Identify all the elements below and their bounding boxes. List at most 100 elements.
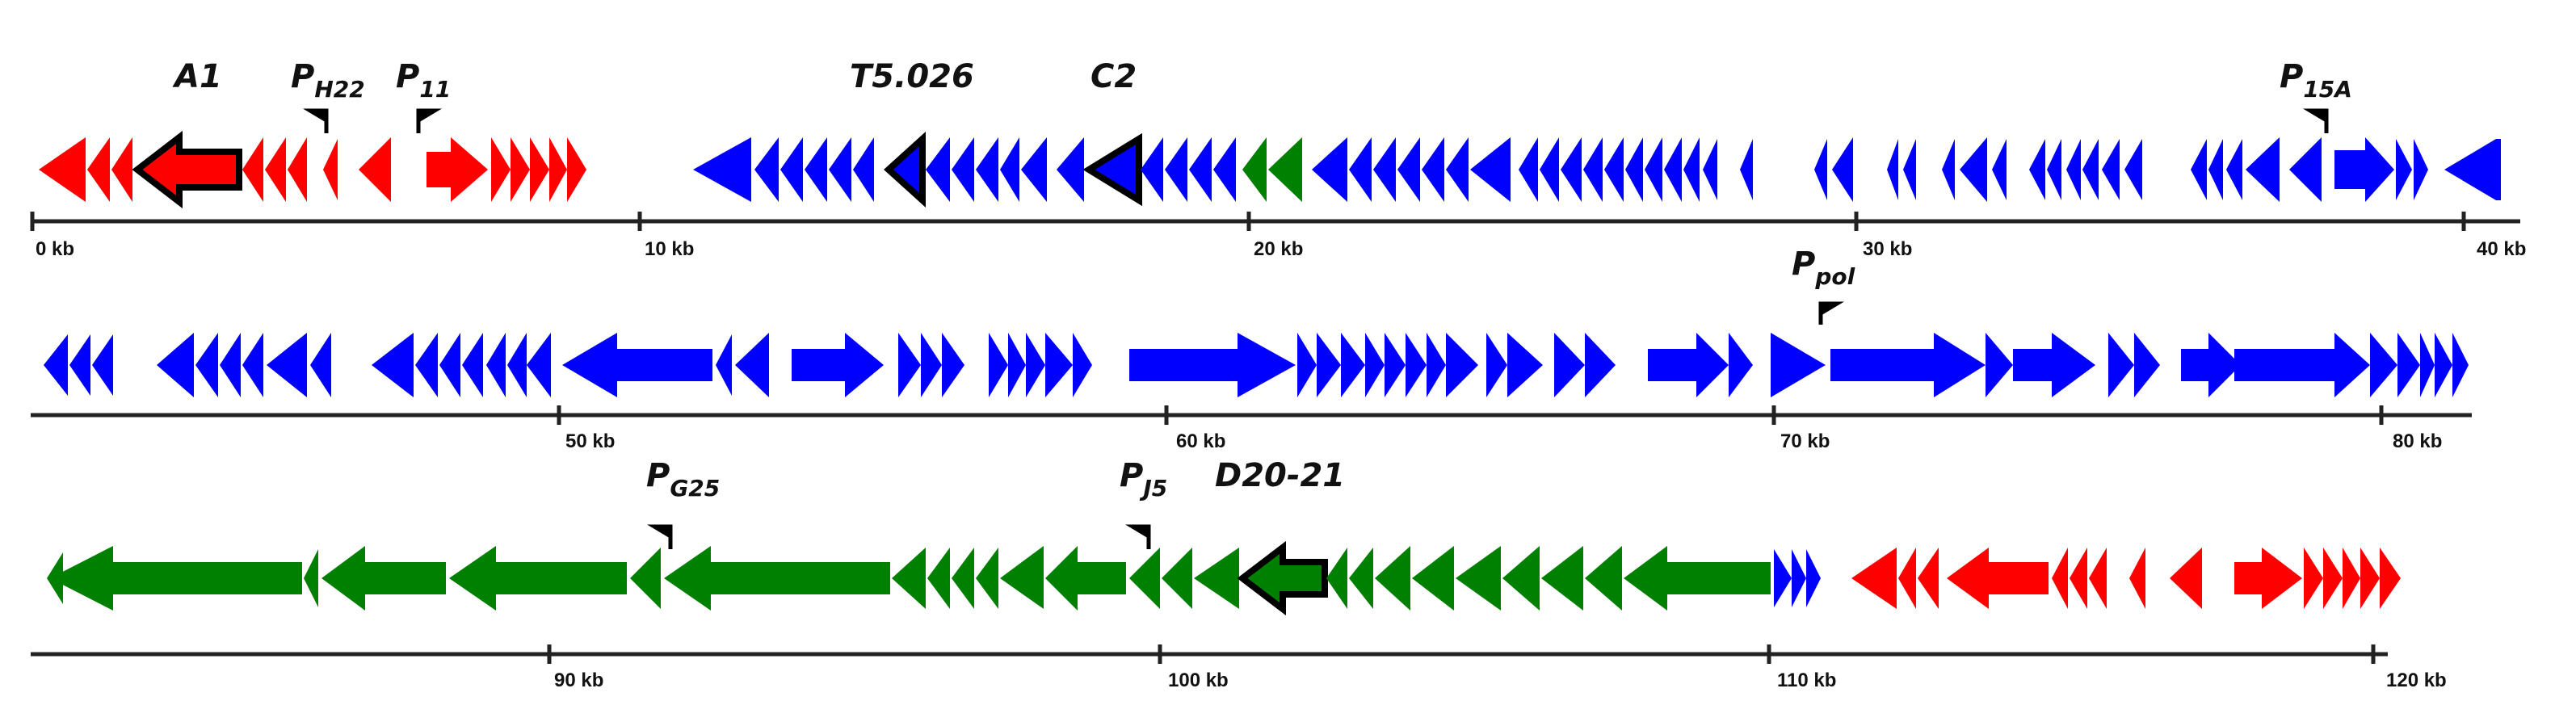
- gene-arrow: [1986, 333, 2013, 397]
- gene-arrow: [2082, 139, 2099, 200]
- gene-arrow: [2414, 139, 2428, 200]
- gene-arrow: [1992, 139, 2007, 200]
- gene-arrow: [1057, 137, 1084, 202]
- gene-arrow: [1519, 137, 1538, 202]
- gene-arrow: [2234, 548, 2302, 609]
- gene-arrow: [2066, 139, 2081, 200]
- gene-arrow: [1470, 137, 1511, 202]
- gene-arrow: [1189, 137, 1212, 202]
- tick-label-80kb: 80 kb: [2393, 430, 2442, 452]
- gene-arrow: [2396, 139, 2412, 200]
- gene-arrow: [1385, 333, 1406, 397]
- gene-arrow: [1446, 137, 1469, 202]
- row-3-labels: PG25 PJ5 D20-21: [646, 457, 1345, 549]
- gene-arrow: [321, 546, 446, 611]
- gene-arrow: [1792, 549, 1806, 607]
- gene-arrow: [942, 333, 964, 397]
- tick-label-40kb: 40 kb: [2477, 238, 2526, 260]
- gene-arrow: [1729, 333, 1753, 397]
- gene-arrow: [2226, 139, 2242, 200]
- label-promoter-j5: PJ5: [1120, 457, 1167, 502]
- gene-arrow: [2380, 548, 2401, 609]
- promoter-flag-icon: [2302, 108, 2329, 133]
- gene-arrow: [449, 546, 627, 611]
- gene-arrow: [1242, 137, 1267, 202]
- gene-arrow: [1194, 548, 1239, 609]
- gene-arrow: [1373, 137, 1396, 202]
- gene-arrow: [1456, 546, 1501, 611]
- gene-arrow: [1771, 333, 1826, 397]
- gene-arrow: [1703, 139, 1717, 200]
- label-promoter-h22: PH22: [291, 58, 365, 103]
- promoter-flag-icon: [1818, 301, 1845, 325]
- gene-arrow: [507, 333, 527, 397]
- gene-arrow: [2129, 548, 2145, 609]
- tick-label-0kb: 0 kb: [36, 238, 74, 260]
- gene-arrow: [989, 333, 1008, 397]
- gene-arrow: [1162, 548, 1192, 609]
- row-1-axis: 0 kb 10 kb 20 kb 30 kb 40 kb: [30, 212, 2526, 260]
- gene-arrow: [242, 137, 263, 202]
- gene-arrow: [511, 137, 530, 202]
- gene-arrow: [1129, 333, 1296, 397]
- gene-arrow: [92, 334, 113, 396]
- gene-arrow: [1341, 333, 1365, 397]
- gene-arrow: [1683, 137, 1700, 202]
- row-2-genes: [44, 333, 2469, 397]
- label-promoter-g25: PG25: [646, 457, 720, 502]
- gene-arrow: [898, 333, 921, 397]
- tick-label-120kb: 120 kb: [2386, 670, 2447, 691]
- gene-arrow: [1129, 548, 1160, 609]
- gene-arrow: [2452, 333, 2469, 397]
- gene-arrow: [2304, 548, 2323, 609]
- gene-arrow: [2323, 548, 2343, 609]
- gene-arrow: [2334, 137, 2394, 202]
- gene-arrow: [2047, 139, 2061, 200]
- gene-arrow: [462, 333, 483, 397]
- gene-arrow: [716, 334, 732, 396]
- gene-arrow: [1406, 333, 1427, 397]
- gene-arrow: [2170, 548, 2202, 609]
- gene-arrow: [829, 137, 851, 202]
- gene-arrow: [359, 137, 391, 202]
- gene-arrow: [372, 333, 414, 397]
- gene-arrow: [2234, 333, 2370, 397]
- gene-arrow: [1887, 139, 1898, 200]
- label-promoter-15a: P15A: [2280, 58, 2352, 103]
- gene-arrow: [1645, 137, 1662, 202]
- label-t5026: T5.026: [850, 58, 974, 95]
- gene-arrow: [1349, 548, 1373, 609]
- gene-arrow: [39, 137, 86, 202]
- gene-arrow: [1312, 137, 1347, 202]
- gene-arrow: [1268, 137, 1302, 202]
- gene-a1: [132, 130, 242, 209]
- tick-label-90kb: 90 kb: [554, 670, 603, 691]
- gene-arrow: [630, 548, 661, 609]
- gene-arrow: [1502, 546, 1540, 611]
- gene-arrow: [530, 137, 549, 202]
- gene-arrow: [527, 333, 551, 397]
- gene-arrow: [2029, 139, 2045, 200]
- label-promoter-pol: Ppol: [1792, 246, 1855, 290]
- gene-arrow: [1583, 137, 1603, 202]
- gene-arrow: [1026, 333, 1045, 397]
- gene-arrow: [1625, 137, 1643, 202]
- gene-arrow: [1918, 548, 1939, 609]
- gene-arrow: [792, 333, 884, 397]
- gene-arrow: [2181, 333, 2241, 397]
- gene-arrow: [2360, 548, 2380, 609]
- gene-arrow: [87, 137, 110, 202]
- gene-arrow: [111, 137, 132, 202]
- gene-arrow: [220, 333, 241, 397]
- tick-label-20kb: 20 kb: [1254, 238, 1303, 260]
- gene-arrow: [2289, 137, 2322, 202]
- gene-arrow: [1297, 333, 1317, 397]
- gene-arrow: [1073, 333, 1092, 397]
- row-2-labels: Ppol: [1792, 246, 1855, 325]
- gene-arrow: [439, 333, 460, 397]
- gene-arrow: [1349, 137, 1372, 202]
- gene-arrow: [265, 137, 286, 202]
- gene-arrow: [2089, 548, 2107, 609]
- gene-arrow: [195, 333, 218, 397]
